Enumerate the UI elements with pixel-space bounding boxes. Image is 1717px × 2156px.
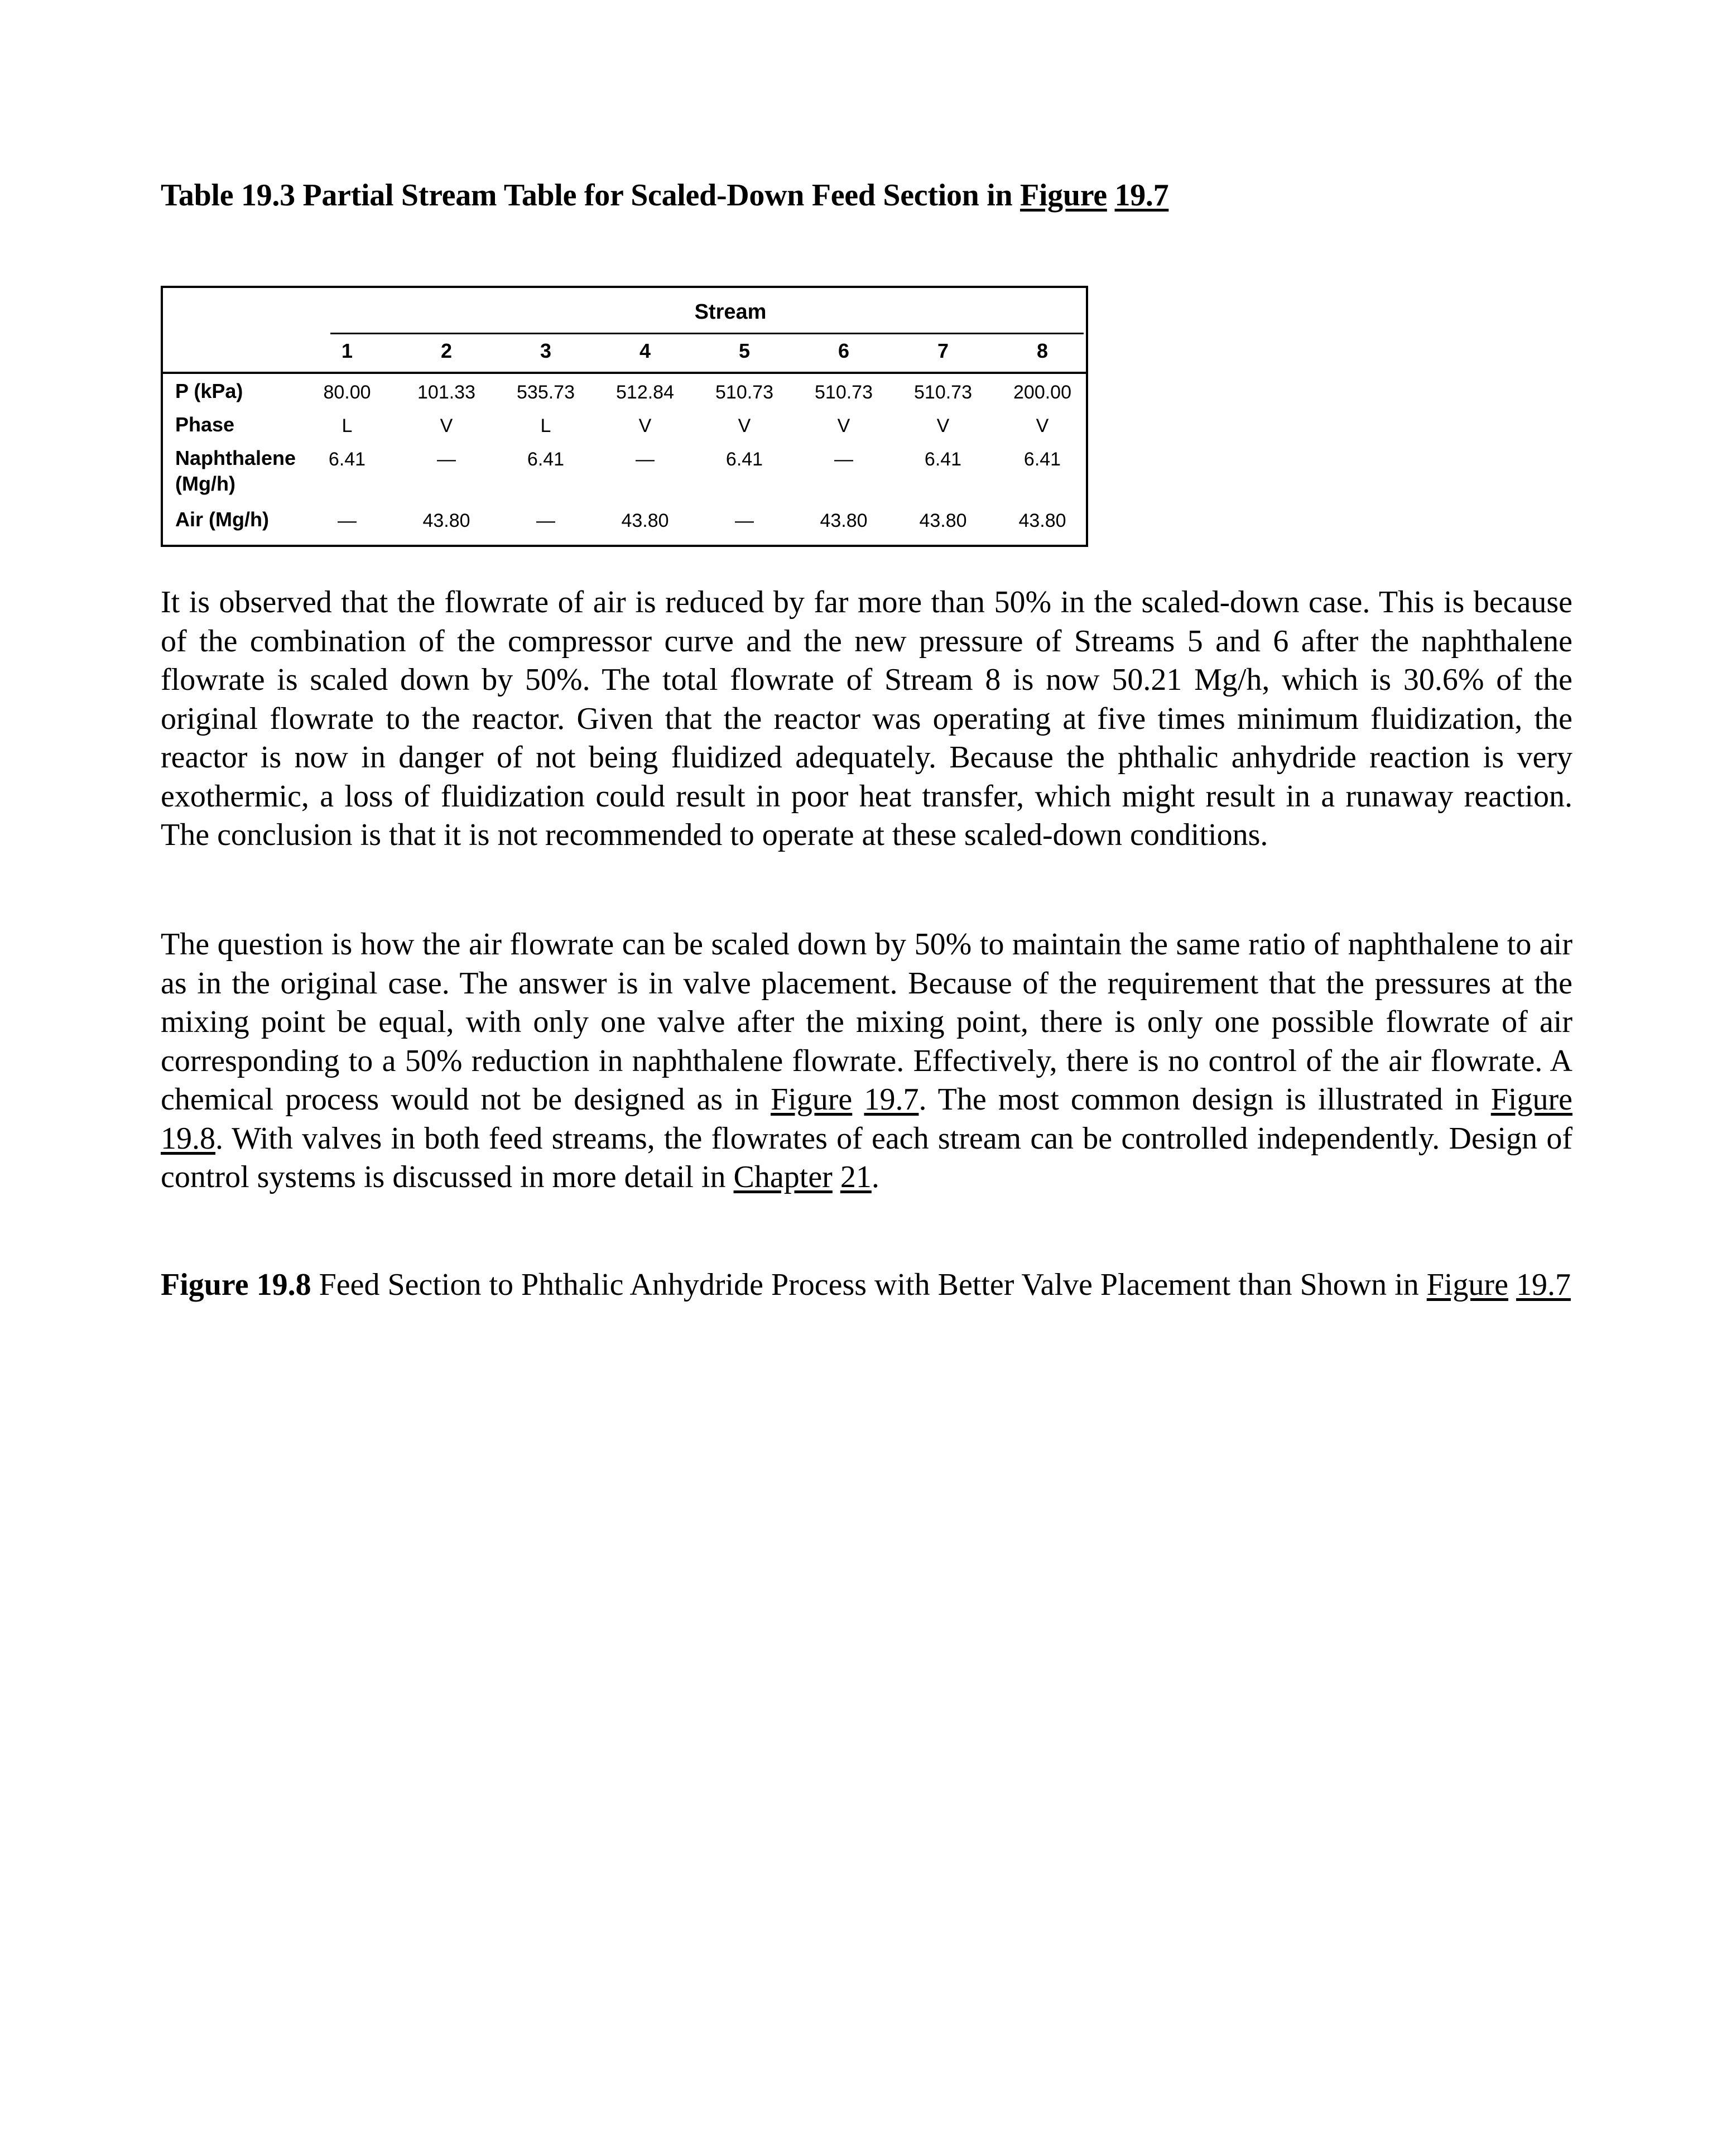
paragraph-2-part1: The question is how the air flowrate can… xyxy=(161,927,1572,1117)
paragraph-2-part4: . xyxy=(871,1160,879,1194)
table-cell: 510.73 xyxy=(715,382,773,403)
table-cell: 43.80 xyxy=(1018,510,1066,531)
row-label: Air (Mg/h) xyxy=(175,508,269,531)
stream-table-body: Stream 1 2 3 4 5 6 7 8 P (kPa) 80.00 101.33 535.73… xyxy=(163,288,1086,545)
figure-link-word[interactable]: Figure xyxy=(1020,178,1107,213)
stream-table: Stream 1 2 3 4 5 6 7 8 P (kPa) 80.00 101.33 535.73… xyxy=(161,286,1088,547)
chapter-link-number[interactable]: 21 xyxy=(840,1160,872,1194)
figure-caption-link-word[interactable]: Figure xyxy=(1426,1267,1508,1302)
figure-caption-label: Figure 19.8 xyxy=(161,1267,311,1302)
table-cell: V xyxy=(440,415,453,436)
table-caption-text: Table 19.3 Partial Stream Table for Scal… xyxy=(161,178,1020,213)
table-cell: V xyxy=(638,415,652,436)
column-header: 5 xyxy=(738,339,751,362)
table-cell: V xyxy=(738,415,751,436)
figure-caption-link-number[interactable]: 19.7 xyxy=(1516,1267,1571,1302)
table-cell: 43.80 xyxy=(621,510,669,531)
table-cell: L xyxy=(342,415,353,436)
paragraph-1-text: It is observed that the flowrate of air … xyxy=(161,585,1572,852)
table-cell: — xyxy=(735,510,754,531)
header-rule-top xyxy=(330,333,1084,334)
column-header: 6 xyxy=(838,339,850,362)
table-caption: Table 19.3 Partial Stream Table for Scal… xyxy=(161,177,1169,213)
paragraph-2-part2: . The most common design is illustrated … xyxy=(918,1082,1491,1117)
row-label: P (kPa) xyxy=(175,380,243,402)
column-header: 1 xyxy=(341,339,353,362)
figure-19-7-link-number[interactable]: 19.7 xyxy=(864,1082,919,1117)
table-cell: — xyxy=(536,510,555,531)
figure-caption-text: Feed Section to Phthalic Anhydride Proce… xyxy=(311,1267,1427,1302)
column-header: 2 xyxy=(440,339,453,362)
table-cell: 43.80 xyxy=(422,510,470,531)
paragraph-1: It is observed that the flowrate of air … xyxy=(161,583,1572,855)
figure-caption: Figure 19.8 Feed Section to Phthalic Anh… xyxy=(161,1266,1572,1305)
table-cell: 6.41 xyxy=(328,449,366,470)
figure-19-8-link-word[interactable]: Figure xyxy=(1490,1082,1572,1117)
table-cell: 512.84 xyxy=(616,382,674,403)
table-cell: 510.73 xyxy=(815,382,873,403)
stream-group-header: Stream xyxy=(694,300,767,324)
table-cell: 101.33 xyxy=(417,382,475,403)
header-rule-bottom xyxy=(163,372,1086,374)
figure-19-7-link-word[interactable]: Figure xyxy=(771,1082,853,1117)
figure-19-8-link-number[interactable]: 19.8 xyxy=(161,1121,215,1156)
paragraph-2: The question is how the air flowrate can… xyxy=(161,925,1572,1197)
table-cell: 6.41 xyxy=(1023,449,1061,470)
column-header: 3 xyxy=(540,339,552,362)
table-cell: — xyxy=(834,449,853,470)
table-cell: 6.41 xyxy=(924,449,962,470)
table-cell: 510.73 xyxy=(914,382,972,403)
table-cell: 6.41 xyxy=(725,449,763,470)
row-label: Naphthalene (Mg/h) xyxy=(175,446,296,495)
table-cell: 43.80 xyxy=(820,510,868,531)
table-cell: 80.00 xyxy=(323,382,371,403)
table-cell: — xyxy=(338,510,357,531)
figure-link-number[interactable]: 19.7 xyxy=(1114,178,1169,213)
table-cell: 6.41 xyxy=(527,449,565,470)
paragraph-2-part3: . With valves in both feed streams, the … xyxy=(161,1121,1572,1195)
table-cell: L xyxy=(540,415,551,436)
row-label: Phase xyxy=(175,413,235,436)
table-cell: V xyxy=(837,415,850,436)
table-cell: — xyxy=(636,449,655,470)
table-cell: 200.00 xyxy=(1013,382,1071,403)
table-cell: V xyxy=(936,415,950,436)
table-cell: — xyxy=(437,449,456,470)
column-header: 7 xyxy=(937,339,949,362)
chapter-link-word[interactable]: Chapter xyxy=(733,1160,833,1194)
table-cell: V xyxy=(1036,415,1049,436)
column-header: 4 xyxy=(639,339,651,362)
paragraph-2-text: The question is how the air flowrate can… xyxy=(161,925,1572,1197)
table-cell: 43.80 xyxy=(919,510,967,531)
column-header: 8 xyxy=(1036,339,1049,362)
table-cell: 535.73 xyxy=(517,382,575,403)
